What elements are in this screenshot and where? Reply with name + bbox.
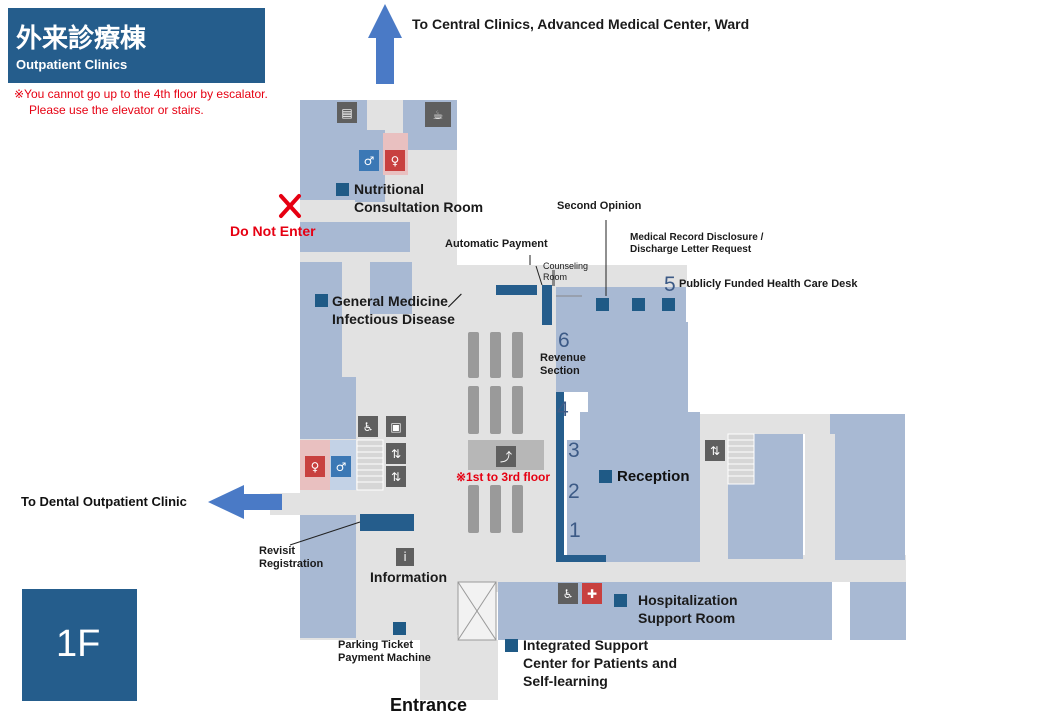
counter-number-3: 3: [568, 439, 580, 462]
restroom-women-icon: ♀: [385, 150, 405, 171]
parking-label-1: Parking Ticket: [338, 639, 413, 651]
counseling-label-2: Room: [543, 272, 568, 282]
west-arrow: [208, 485, 282, 519]
counters: [360, 285, 606, 562]
floor-badge: 1F: [22, 589, 137, 701]
counter-number-5: 5: [664, 273, 676, 296]
building-title-box: 外来診療棟 Outpatient Clinics: [8, 8, 265, 83]
wheelchair-icon: ♿: [558, 583, 578, 604]
entrance-door: [457, 581, 497, 641]
elevator-icon: ⇅: [705, 440, 725, 461]
coffee-cup-icon: ☕: [425, 102, 451, 127]
wheelchair-icon: ♿: [358, 416, 378, 437]
counter-number-6: 6: [558, 329, 570, 352]
building-title-jp: 外来診療棟: [16, 24, 147, 54]
restroom-men-icon: ♂: [359, 150, 379, 171]
escalator-notice-line1: ※You cannot go up to the 4th floor by es…: [14, 87, 268, 101]
parking-label-2: Payment Machine: [338, 652, 431, 664]
restroom-women-icon: ♀: [305, 456, 325, 477]
general-medicine-label-1: General Medicine／: [332, 293, 462, 309]
reception-label: Reception: [617, 468, 690, 485]
automatic-payment-label: Automatic Payment: [445, 238, 548, 250]
building-title-en: Outpatient Clinics: [16, 57, 128, 72]
ostomate-icon: ▣: [386, 416, 406, 437]
revenue-label-2: Section: [540, 365, 580, 377]
medical-record-label-1: Medical Record Disclosure /: [630, 232, 764, 243]
revenue-label-1: Revenue: [540, 352, 586, 364]
do-not-enter-cross: [279, 194, 301, 218]
restroom-men-icon: ♂: [331, 456, 351, 477]
general-medicine-label-2: Infectious Disease: [332, 311, 455, 327]
escalator-notice-line2: Please use the elevator or stairs.: [29, 103, 204, 117]
escalator-icon: ⤴: [496, 446, 516, 467]
elevator-icon: ⇅: [386, 466, 406, 487]
north-direction-label: To Central Clinics, Advanced Medical Cen…: [412, 16, 750, 32]
hospitalization-marker: [614, 594, 627, 607]
hospitalization-label-2: Support Room: [638, 610, 736, 626]
counter-number-4: 4: [557, 398, 569, 421]
nutritional-label-2: Consultation Room: [354, 199, 484, 215]
reception-marker: [599, 470, 612, 483]
revisit-label-1: Revisit: [259, 545, 296, 557]
counseling-label-1: Counseling: [543, 261, 589, 271]
entrance-label: Entrance: [390, 695, 468, 715]
information-icon: i: [396, 548, 414, 566]
elevator-icon: ⇅: [386, 443, 406, 464]
second-opinion-marker: [596, 298, 609, 311]
integrated-support-label-3: Self-learning: [523, 673, 608, 689]
medical-record-marker: [632, 298, 645, 311]
counter-number-1: 1: [569, 519, 581, 542]
revisit-label-2: Registration: [259, 558, 324, 570]
information-label: Information: [370, 569, 447, 585]
publicly-funded-label: Publicly Funded Health Care Desk: [679, 278, 858, 290]
nutritional-label-1: Nutritional: [354, 181, 424, 197]
hospitalization-label-1: Hospitalization: [638, 592, 738, 608]
do-not-enter-label: Do Not Enter: [230, 223, 316, 239]
escalator-floors-note: ※1st to 3rd floor: [456, 470, 551, 484]
parking-marker: [393, 622, 406, 635]
second-opinion-label: Second Opinion: [557, 200, 642, 212]
north-arrow: [368, 4, 402, 84]
counter-number-2: 2: [568, 480, 580, 503]
integrated-support-label-2: Center for Patients and: [523, 655, 678, 671]
integrated-support-label-1: Integrated Support: [523, 637, 649, 653]
publicly-funded-marker: [662, 298, 675, 311]
floor-label: 1F: [56, 623, 101, 665]
waiting-benches: [468, 332, 523, 533]
nutritional-marker: [336, 183, 349, 196]
integrated-support-marker: [505, 639, 518, 652]
medical-record-label-2: Discharge Letter Request: [630, 244, 752, 255]
ticket-machine-icon: ▤: [337, 102, 357, 123]
nursing-room-icon: ✚: [582, 583, 602, 604]
west-direction-label: To Dental Outpatient Clinic: [21, 494, 187, 509]
general-medicine-marker: [315, 294, 328, 307]
